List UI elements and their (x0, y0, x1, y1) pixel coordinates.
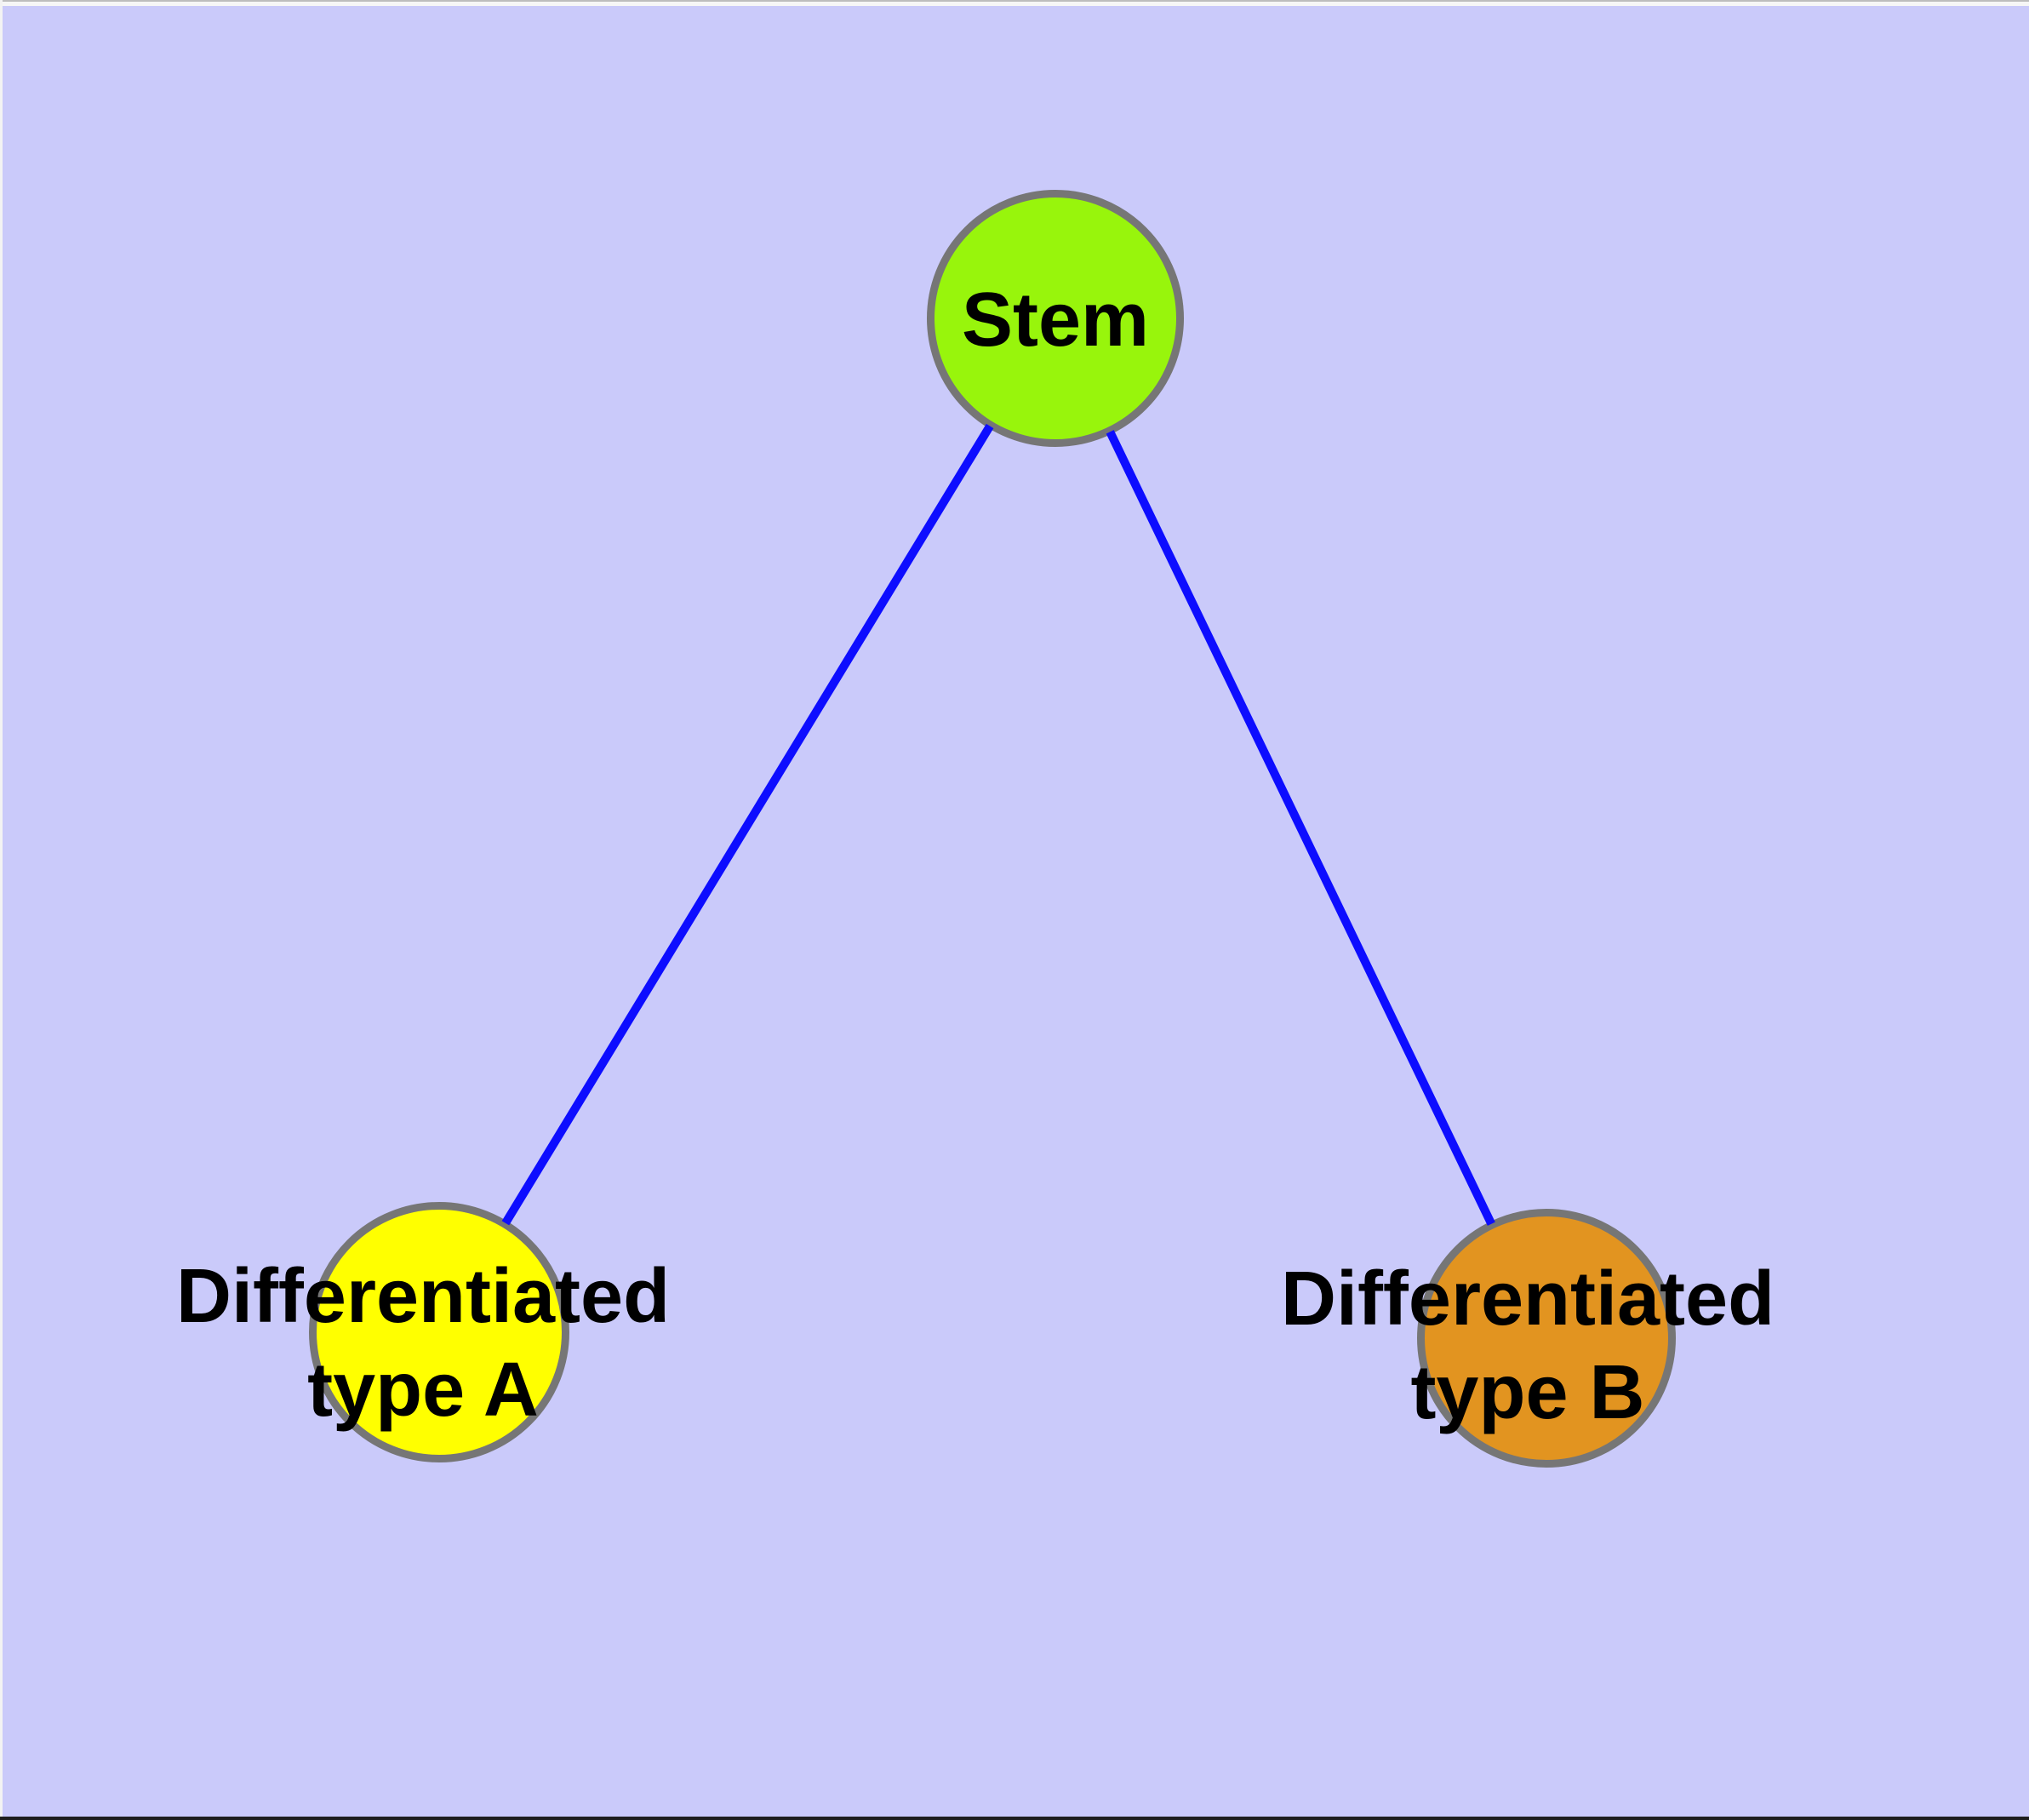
node-label-differentiated-type-b: Differentiated type B (1280, 1256, 1775, 1435)
node-label-stem: Stem (961, 278, 1150, 363)
node-label-differentiated-type-a: Differentiated type A (175, 1254, 671, 1433)
node-differentiated-type-a (309, 1202, 569, 1462)
edge-stem-to-differentiated-type-a (501, 423, 994, 1226)
node-stem (927, 190, 1184, 447)
window-bottom-strip (0, 1817, 2029, 1820)
window-top-border (0, 0, 2029, 2)
node-differentiated-type-b (1417, 1209, 1676, 1468)
edge-stem-to-differentiated-type-b (1106, 430, 1495, 1226)
window-left-strip (0, 0, 3, 1820)
window-top-strip (0, 2, 2029, 6)
